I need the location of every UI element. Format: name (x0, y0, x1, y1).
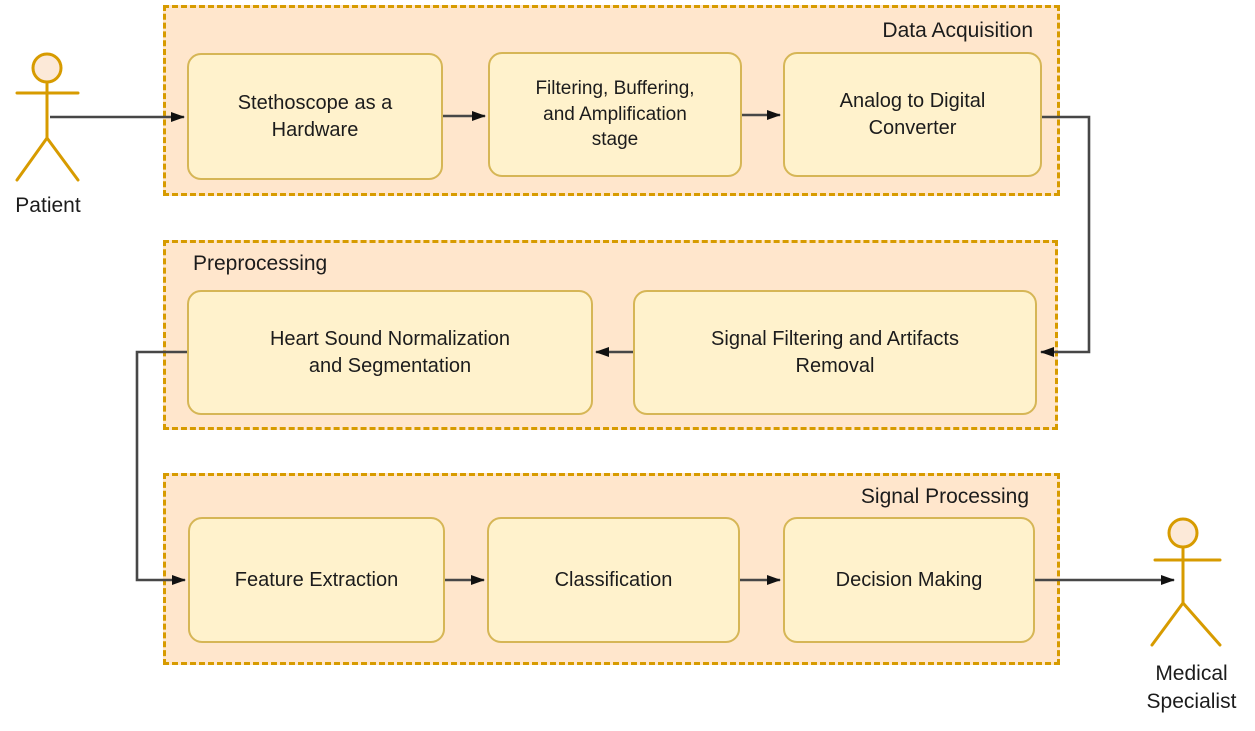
group-label-data-acquisition: Data Acquisition (882, 19, 1033, 42)
group-label-preprocessing: Preprocessing (193, 252, 328, 275)
medical-specialist-actor-label: Medical Specialist (1146, 662, 1237, 714)
node-heart-sound-normalization: Heart Sound Normalization and Segmentati… (187, 290, 593, 415)
group-data-acquisition: Data Acquisition Stethoscope as a Hardwa… (163, 5, 1060, 196)
patient-actor-label: Patient (15, 194, 81, 217)
patient-actor-icon (15, 52, 80, 182)
node-signal-filtering-artifacts-removal: Signal Filtering and Artifacts Removal (633, 290, 1037, 415)
node-analog-to-digital-converter: Analog to Digital Converter (783, 52, 1042, 177)
group-preprocessing: Preprocessing Heart Sound Normalization … (163, 240, 1058, 430)
node-feature-extraction: Feature Extraction (188, 517, 445, 643)
node-stethoscope: Stethoscope as a Hardware (187, 53, 443, 180)
node-filtering-stage: Filtering, Buffering, and Amplification … (488, 52, 742, 177)
node-classification: Classification (487, 517, 740, 643)
node-decision-making: Decision Making (783, 517, 1035, 643)
group-label-signal-processing: Signal Processing (860, 485, 1029, 508)
group-signal-processing: Signal Processing Feature Extraction Cla… (163, 473, 1060, 665)
medical-specialist-actor-icon (1150, 517, 1222, 647)
